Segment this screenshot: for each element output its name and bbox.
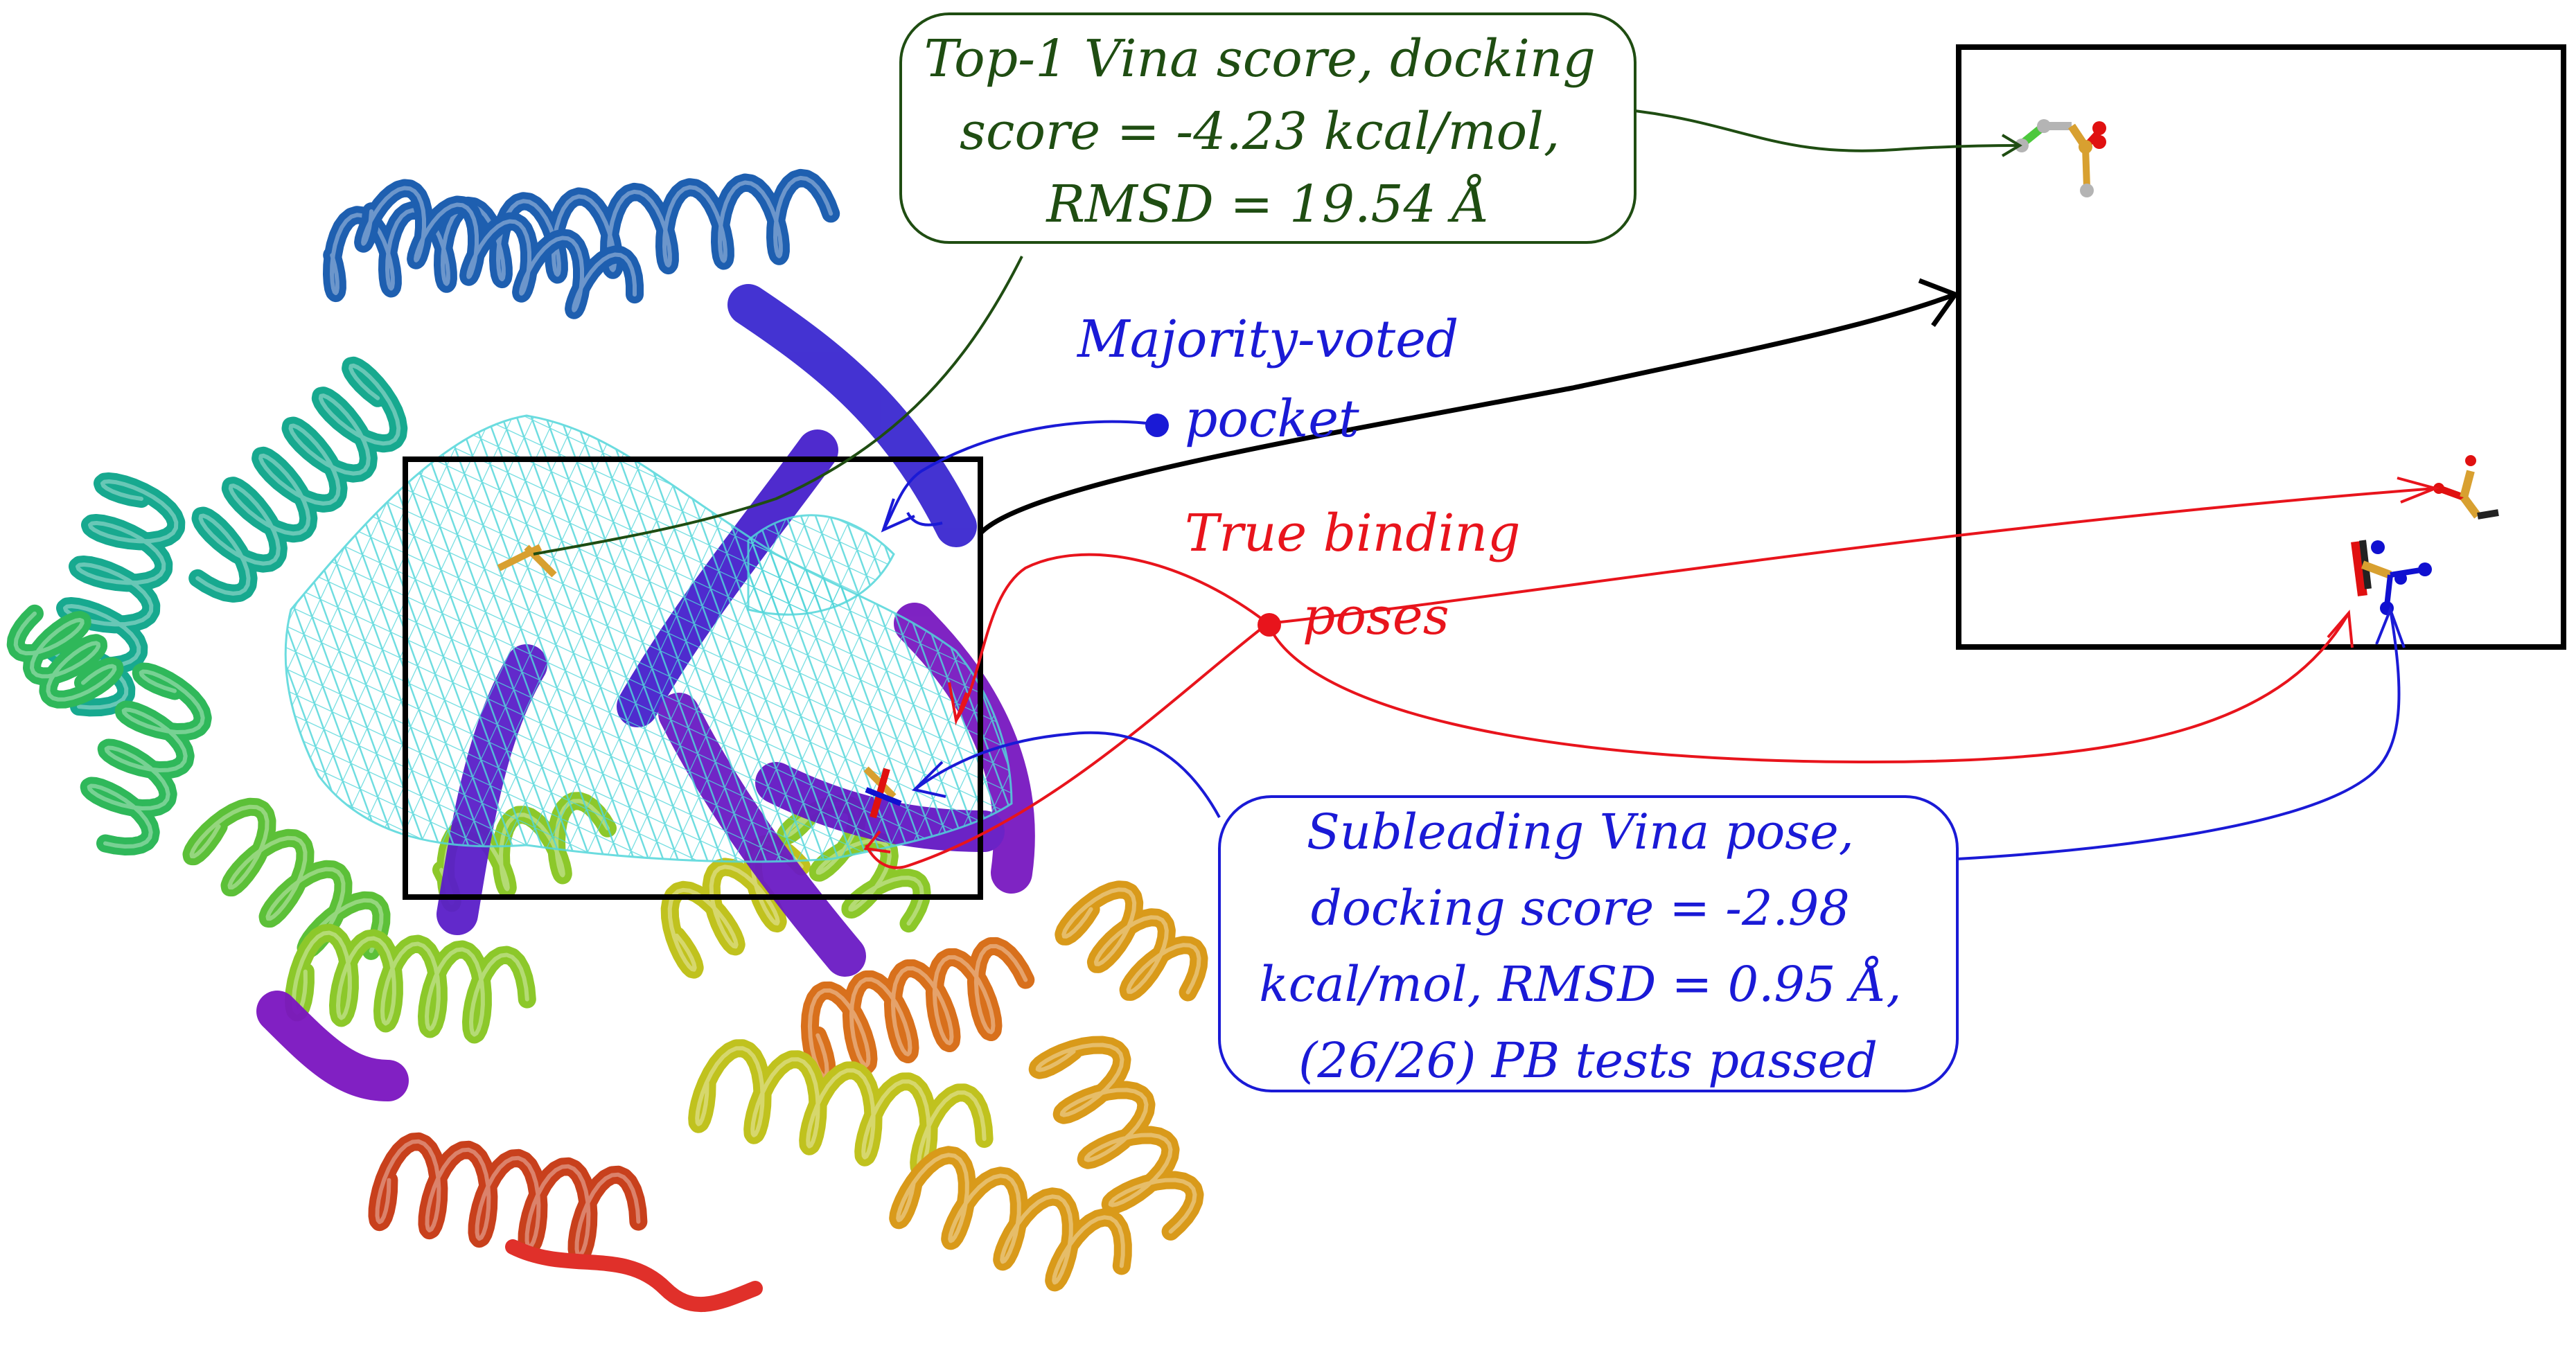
helix-ribbon — [182, 797, 391, 960]
helix-ribbon — [44, 472, 186, 717]
inset-frame — [1956, 44, 2566, 650]
zoom-arrow — [978, 292, 1957, 535]
protein-cartoon — [6, 168, 1208, 1312]
pocket-zoom-frame — [403, 456, 983, 900]
helix-ribbon — [1055, 880, 1208, 1002]
helix-ribbon — [800, 937, 1035, 1085]
svg-text:Top-1 Vina score, docking: Top-1 Vina score, docking score = -4.23 … — [924, 29, 1612, 234]
helix-ribbon — [188, 356, 408, 603]
helix-highlight — [13, 611, 117, 702]
top1-connectors — [533, 109, 2022, 556]
helix-highlight — [361, 186, 637, 312]
helix-highlight — [292, 930, 529, 1037]
callout-subleading: Subleading Vina pose, docking score = -2… — [1218, 795, 1959, 1092]
helix-highlight — [667, 842, 804, 972]
callout-subleading-line-2: docking score = -2.98 — [1311, 880, 1850, 937]
callout-top1-line-1: Top-1 Vina score, docking — [924, 29, 1596, 89]
majority-connector — [881, 420, 1154, 533]
helix-highlight — [1061, 887, 1201, 995]
helix-ribbon — [80, 662, 212, 855]
helix-ribbon — [889, 1146, 1132, 1292]
helix-highlight — [375, 1139, 641, 1258]
helix-ribbon — [368, 1132, 648, 1265]
callout-majority-line-1: Majority-voted — [1076, 310, 1458, 369]
helix-ribbon — [6, 604, 124, 709]
subleading-connectors — [912, 605, 2406, 860]
helix-ribbon — [285, 923, 536, 1044]
helix-highlight — [87, 669, 205, 849]
callout-true-binding-line-2: poses — [1303, 587, 1449, 646]
pocket-ligand-true — [863, 766, 902, 819]
inset-true-pose-2 — [2351, 540, 2432, 615]
true-binding-connectors — [863, 477, 2440, 869]
pocket-ligand-top — [497, 544, 557, 578]
helix-highlight — [195, 363, 401, 596]
inset-top1-pose — [2015, 119, 2106, 197]
svg-text:True binding poses: True binding poses — [1185, 504, 1537, 646]
svg-text:Majority-voted pocket: Majority-voted pocket — [1076, 310, 1475, 449]
callout-subleading-line-4: (26/26) PB tests passed — [1298, 1032, 1878, 1089]
inset-true-pose-1 — [2433, 455, 2499, 520]
callout-subleading-line-3: kcal/mol, RMSD = 0.95 Å, — [1259, 956, 1901, 1013]
callout-true-binding: True binding poses — [1185, 504, 1537, 646]
callout-true-binding-line-1: True binding — [1185, 504, 1520, 563]
callout-top1: Top-1 Vina score, docking score = -4.23 … — [899, 12, 1637, 244]
helix-ribbon — [660, 835, 811, 979]
majority-dot — [1145, 414, 1169, 437]
callout-subleading-line-1: Subleading Vina pose, — [1307, 804, 1854, 860]
true-binding-dot — [1258, 613, 1281, 637]
svg-text:Subleading Vina pose, do: Subleading Vina pose, docking score = -2… — [1259, 804, 1917, 1089]
helix-ribbon — [1028, 1036, 1204, 1241]
helix-highlight — [896, 1153, 1125, 1285]
callout-top1-line-3: RMSD = 19.54 Å — [1045, 173, 1489, 234]
helix-highlight — [1035, 1043, 1197, 1234]
c-terminal-tail — [505, 1239, 763, 1312]
helix-highlight — [807, 943, 1028, 1079]
callout-top1-line-2: score = -4.23 kcal/mol, — [960, 102, 1560, 161]
callout-majority-line-2: pocket — [1185, 389, 1359, 449]
callout-majority: Majority-voted pocket — [1076, 310, 1475, 449]
helix-ribbon — [354, 179, 644, 319]
pocket-mesh — [284, 414, 1013, 863]
helix-highlight — [51, 479, 179, 710]
